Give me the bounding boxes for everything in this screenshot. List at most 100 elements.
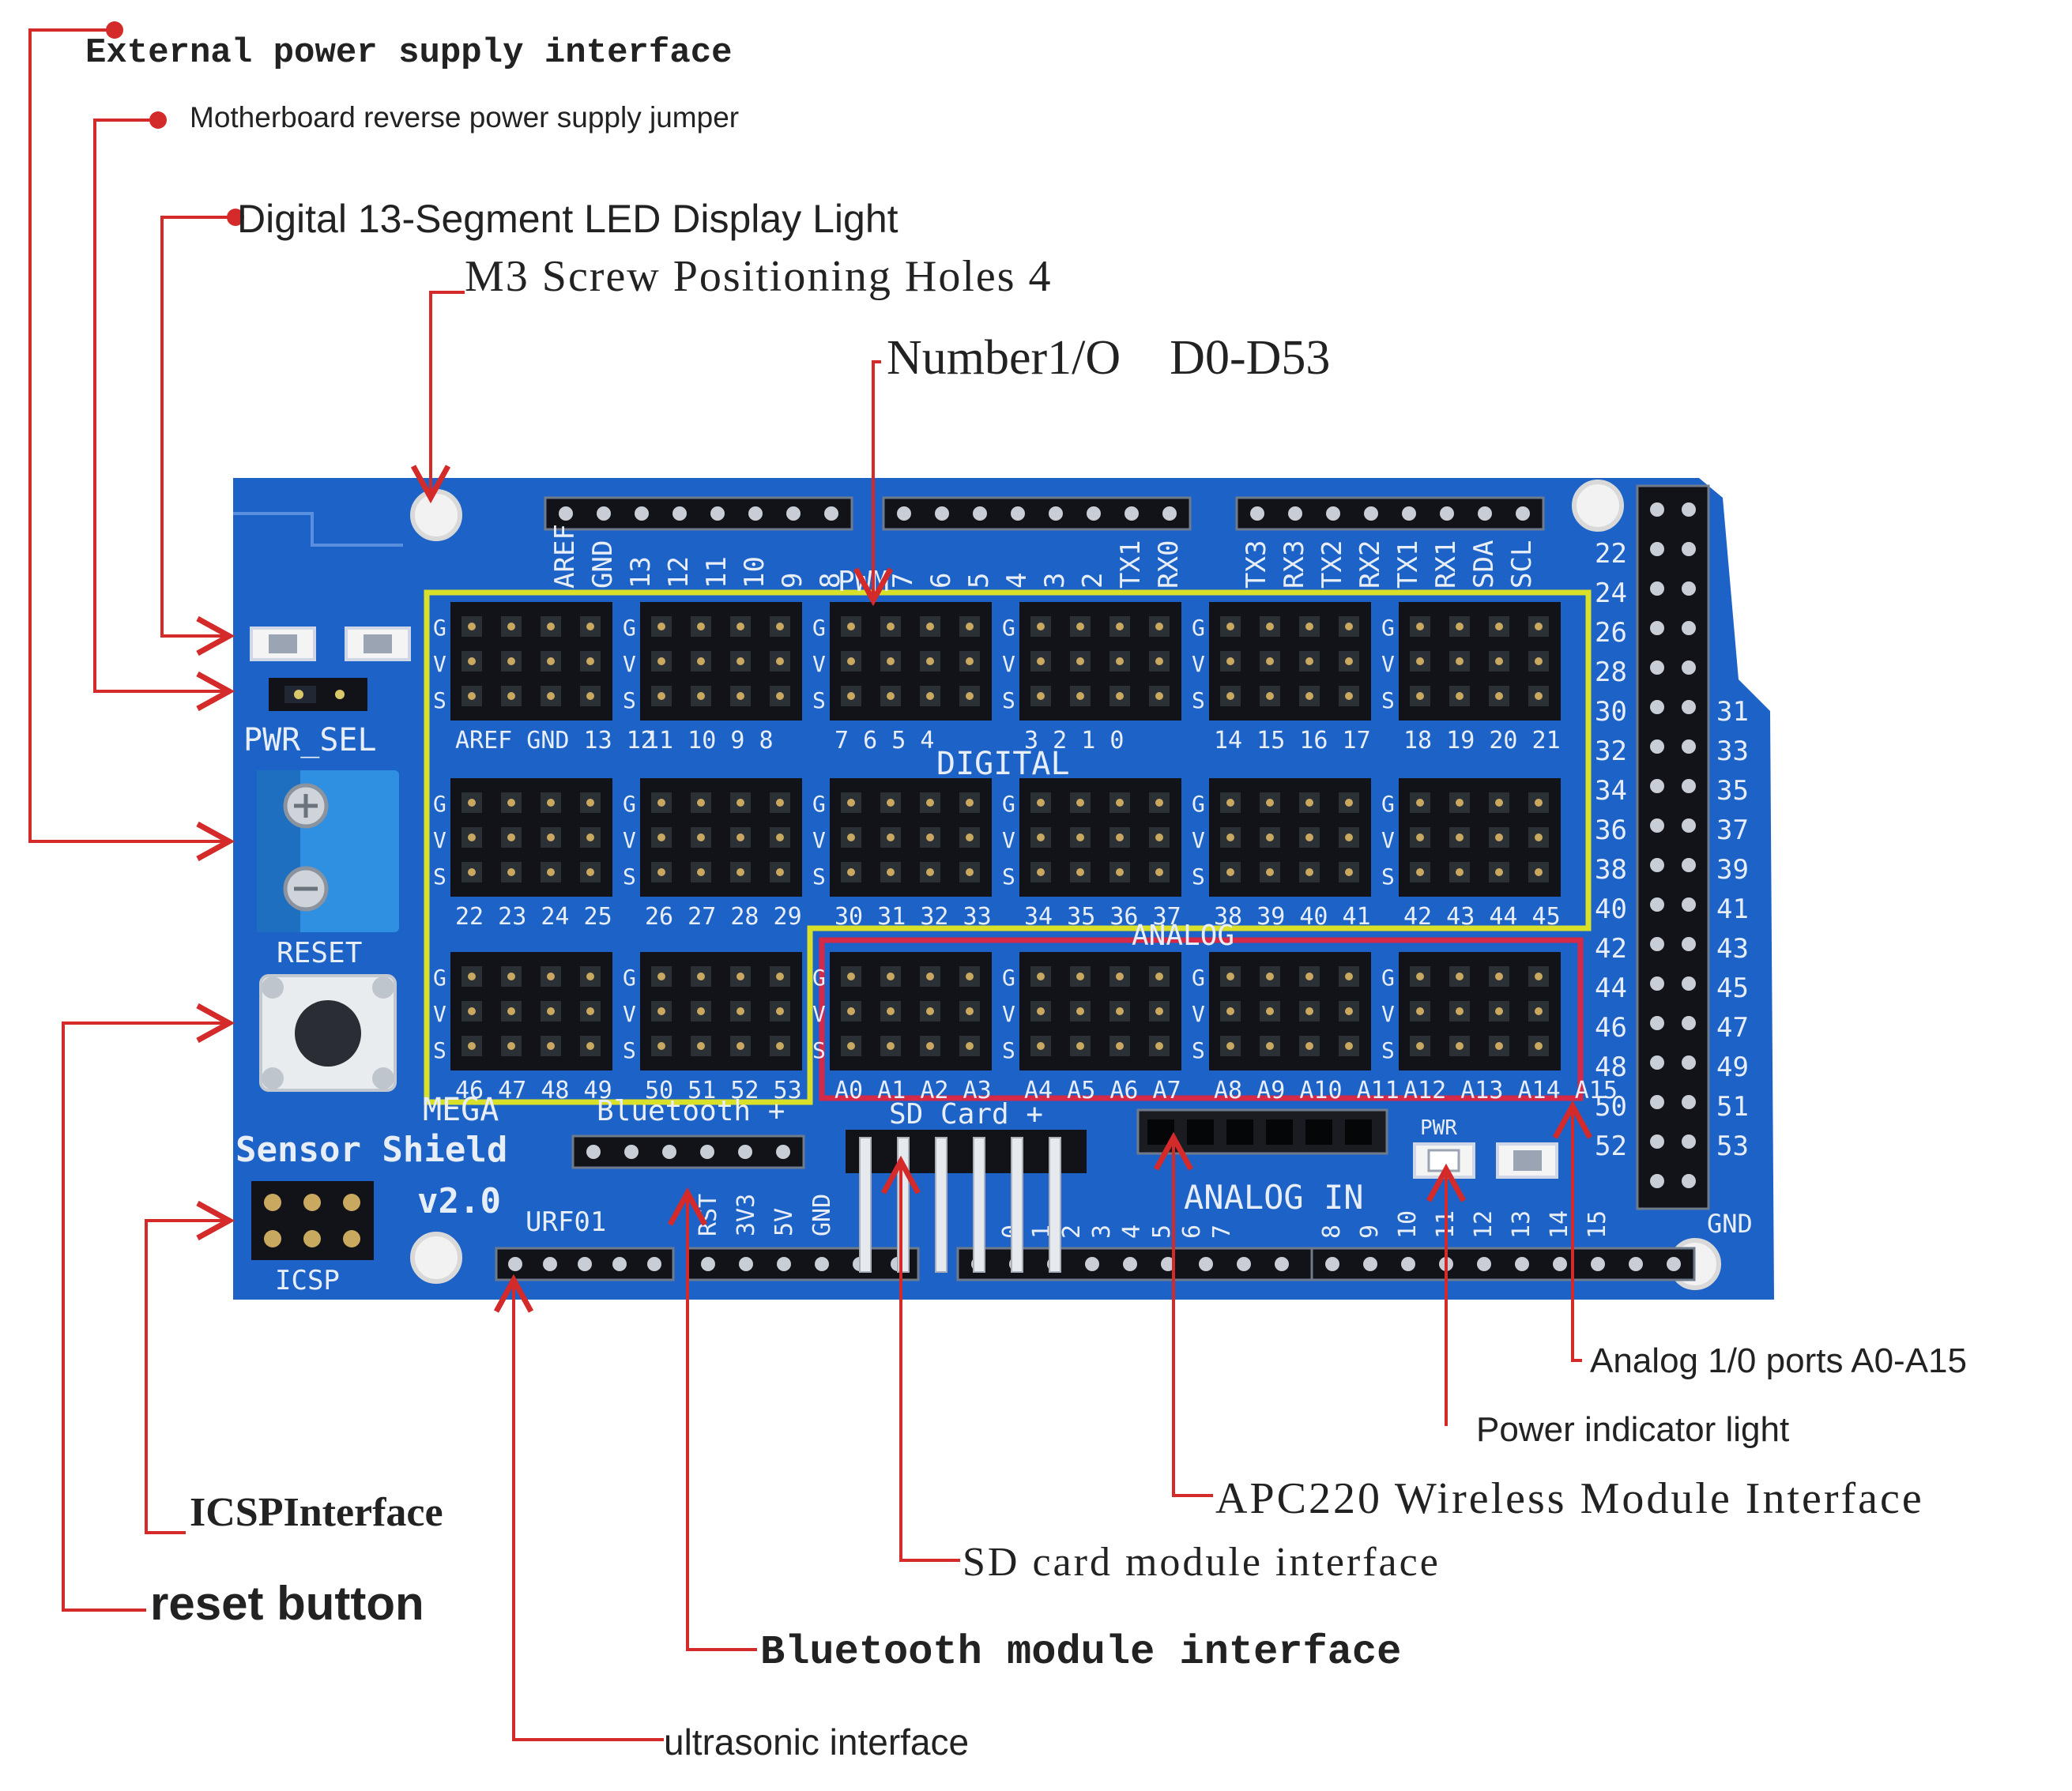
gvs-label: V	[433, 1001, 446, 1027]
side-header-pin	[1650, 621, 1664, 635]
pin-block-pin	[468, 657, 476, 665]
side-header-pin	[1650, 1016, 1664, 1030]
pin-block-pin	[1076, 1007, 1084, 1015]
pin-block-pin	[468, 973, 476, 980]
pin-block-pin	[1345, 799, 1353, 807]
gvs-label: V	[1002, 1001, 1015, 1027]
top-header-pin	[1162, 506, 1177, 521]
pin-block-pin	[1535, 1042, 1543, 1050]
pin-block-pin	[586, 1042, 594, 1050]
pin-block-pin	[737, 1042, 744, 1050]
top-header-pin	[710, 506, 725, 521]
pin-block-pin	[468, 868, 476, 876]
pin-block-pin	[1305, 868, 1313, 876]
pin-block-pin	[847, 1007, 855, 1015]
reset-button-label: reset button	[150, 1577, 424, 1630]
reverse-jumper-label: Motherboard reverse power supply jumper	[190, 101, 740, 134]
icsp-label: ICSP	[275, 1265, 340, 1296]
pin-block-pin	[1416, 1042, 1424, 1050]
block-pin-label: 18 19 20 21	[1403, 727, 1561, 754]
top-header-label: RX3	[1279, 540, 1310, 589]
pin-block-pin	[1116, 692, 1124, 700]
pin-block-pin	[776, 868, 784, 876]
board-name-mega: MEGA	[423, 1092, 499, 1128]
pin-block-pin	[1345, 657, 1353, 665]
gvs-label: S	[1381, 1037, 1395, 1063]
analog-in-header-a-pin	[1199, 1257, 1213, 1271]
pin-block-pin	[657, 799, 665, 807]
side-left-label: 22	[1595, 538, 1627, 570]
pin-block-pin	[1226, 657, 1234, 665]
pin-block-pin	[1495, 1007, 1503, 1015]
pin-block-pin	[507, 1007, 515, 1015]
pin-block-pin	[887, 1042, 895, 1050]
pin-block-pin	[1535, 833, 1543, 841]
pin-block-pin	[1305, 799, 1313, 807]
top-header-pin	[1516, 506, 1530, 521]
top-header-pin	[897, 506, 911, 521]
pin-block-pin	[1535, 868, 1543, 876]
pin-block-pin	[657, 623, 665, 630]
icsp-pin	[343, 1230, 360, 1247]
top-header-label: 13	[625, 556, 657, 589]
pin-block-pin	[966, 657, 974, 665]
pin-block-pin	[547, 799, 555, 807]
analog-in-header-b-pin	[1667, 1257, 1681, 1271]
block-pin-label: A0 A1 A2 A3	[834, 1077, 992, 1104]
pin-block-pin	[1037, 833, 1045, 841]
analog-in-header-a-pin	[1237, 1257, 1251, 1271]
pin-block-pin	[657, 973, 665, 980]
bt-power-header-pin	[815, 1257, 829, 1271]
side-right-label: 51	[1716, 1091, 1749, 1123]
gvs-label: V	[1192, 1001, 1205, 1027]
block-pin-label: A8 A9 A10 A11	[1214, 1077, 1400, 1104]
pin-block-pin	[697, 973, 705, 980]
side-left-label: 36	[1595, 815, 1627, 846]
pin-block-pin	[586, 799, 594, 807]
gvs-label: S	[1002, 1037, 1015, 1063]
callout-arrowhead	[880, 1155, 921, 1195]
side-header-pin	[1650, 542, 1664, 556]
top-header-label: 12	[663, 556, 695, 589]
apc220-socket-hole	[1226, 1119, 1253, 1145]
gvs-label: G	[1192, 965, 1205, 991]
pin-block-pin	[1266, 833, 1274, 841]
analog-in-label: ANALOG IN	[1184, 1178, 1364, 1217]
pin-block-pin	[776, 799, 784, 807]
top-header-pin	[1326, 506, 1340, 521]
sd-card-interface-label: SD card module interface	[963, 1540, 1441, 1585]
analog-b-pin-label: 9	[1356, 1225, 1384, 1239]
pin-block-pin	[1266, 868, 1274, 876]
sd-header-body	[846, 1130, 1087, 1173]
analog-a-pin-label: 3	[1088, 1225, 1116, 1239]
callout-line	[160, 216, 235, 638]
side-left-label: 42	[1595, 933, 1627, 965]
gvs-label: S	[1192, 1037, 1205, 1063]
top-header-label: RX0	[1153, 540, 1185, 589]
bt-pin-label: 3V3	[733, 1194, 760, 1236]
side-header-pin	[1650, 1134, 1664, 1149]
pin-block-pin	[657, 868, 665, 876]
analog-b-pin-label: 10	[1394, 1210, 1422, 1239]
callout-line	[899, 1161, 960, 1562]
analog-b-pin-label: 12	[1470, 1210, 1497, 1239]
callout-arrowhead	[410, 465, 451, 504]
pin-block-pin	[468, 833, 476, 841]
gvs-label: S	[1381, 864, 1395, 890]
pin-block-pin	[887, 692, 895, 700]
gvs-label: S	[812, 864, 826, 890]
reset-switch	[259, 974, 397, 1092]
callout-arrowhead	[196, 671, 235, 712]
terminal-block	[257, 770, 399, 932]
callout-arrowhead	[1153, 1131, 1194, 1171]
gvs-label: S	[623, 1037, 636, 1063]
pin-block-pin	[1456, 799, 1464, 807]
pin-block-pin	[926, 868, 934, 876]
pin-block-pin	[1226, 1007, 1234, 1015]
pin-block-pin	[847, 868, 855, 876]
side-header-pin	[1650, 858, 1664, 872]
urf01-header-pin	[647, 1257, 661, 1271]
board-name-sensor-shield: Sensor Shield	[235, 1130, 507, 1170]
pin-block-pin	[697, 692, 705, 700]
pin-block-pin	[1305, 692, 1313, 700]
